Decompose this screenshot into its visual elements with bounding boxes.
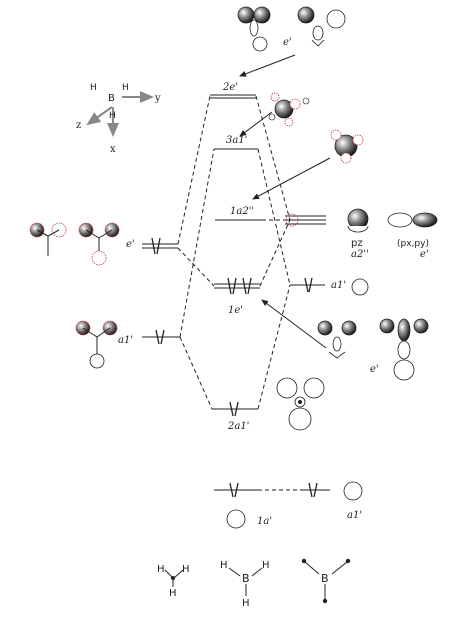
level-2e [210,94,256,99]
bottom-h4: H [220,560,228,571]
level-2a1 [212,401,258,417]
1a-orbital-picture [226,509,246,529]
2a1-orbital-picture [276,377,325,431]
label-top-e: e' [283,37,292,48]
label-2a1: 2a1' [227,421,249,432]
bottom-h1: H [157,564,165,575]
2e-orbital-picture [268,92,310,127]
bottom-h3: H [169,588,177,599]
axis-x-label: x [110,144,116,155]
arrow-3a1 [252,157,331,200]
label-boron-a1-p: a1' [331,280,346,291]
3a1-orbital-picture [330,129,364,164]
boron-pz-orbital [347,208,369,233]
axes-diagram: B H H H y z x [76,83,161,155]
label-a2: a2'' [351,249,369,260]
boron-1s-orbital [343,481,363,501]
label-pz: pz [351,238,363,249]
level-ligand-a1 [142,329,180,345]
level-boron-a1-right [290,277,325,293]
label-lower-e: e' [370,364,379,375]
label-e-pxpy: e' [420,249,429,260]
axis-center-b: B [108,93,115,104]
bottom-h5: H [262,560,270,571]
boron-pxpy-orbital [387,212,438,228]
bottom-bh3-structures: H H H H H B H B [157,558,351,609]
label-1a: 1a' [257,516,272,527]
label-2e: 2e' [222,82,238,93]
label-pxpy: (px,py) [397,239,429,249]
label-1a2: 1a2'' [230,206,254,217]
ligand-e-orbitals [29,222,120,266]
arrow-2e [239,111,273,137]
bottom-b2: B [321,572,329,585]
correlation-lines [177,95,291,410]
axis-z-label: z [76,120,81,131]
axis-h-right: H [122,83,129,93]
level-1a [214,482,330,498]
level-ligand-e [142,237,178,255]
axis-h-left: H [90,83,97,93]
axis-y-label: y [154,93,161,104]
boron-s-orbital-small [351,278,369,296]
arrow-1e [261,299,327,349]
label-1e: 1e' [228,305,243,316]
level-1e [214,277,260,295]
label-3a1: 3a1' [226,135,247,146]
label-boron-a1-s: a1' [347,510,362,521]
lower-e-orbital-pictures [317,318,429,381]
label-ligand-a1: a1' [118,335,133,346]
boron-2p-levels [285,213,326,227]
bottom-h2: H [182,564,190,575]
bottom-h6: H [242,598,250,609]
ligand-a1-orbitals [75,320,118,369]
bottom-b1: B [242,572,250,585]
top-e-orbital-pictures [237,6,346,52]
label-ligand-e: e' [126,239,135,250]
axis-h-down: H [109,111,116,121]
arrow-top-e [239,54,296,77]
